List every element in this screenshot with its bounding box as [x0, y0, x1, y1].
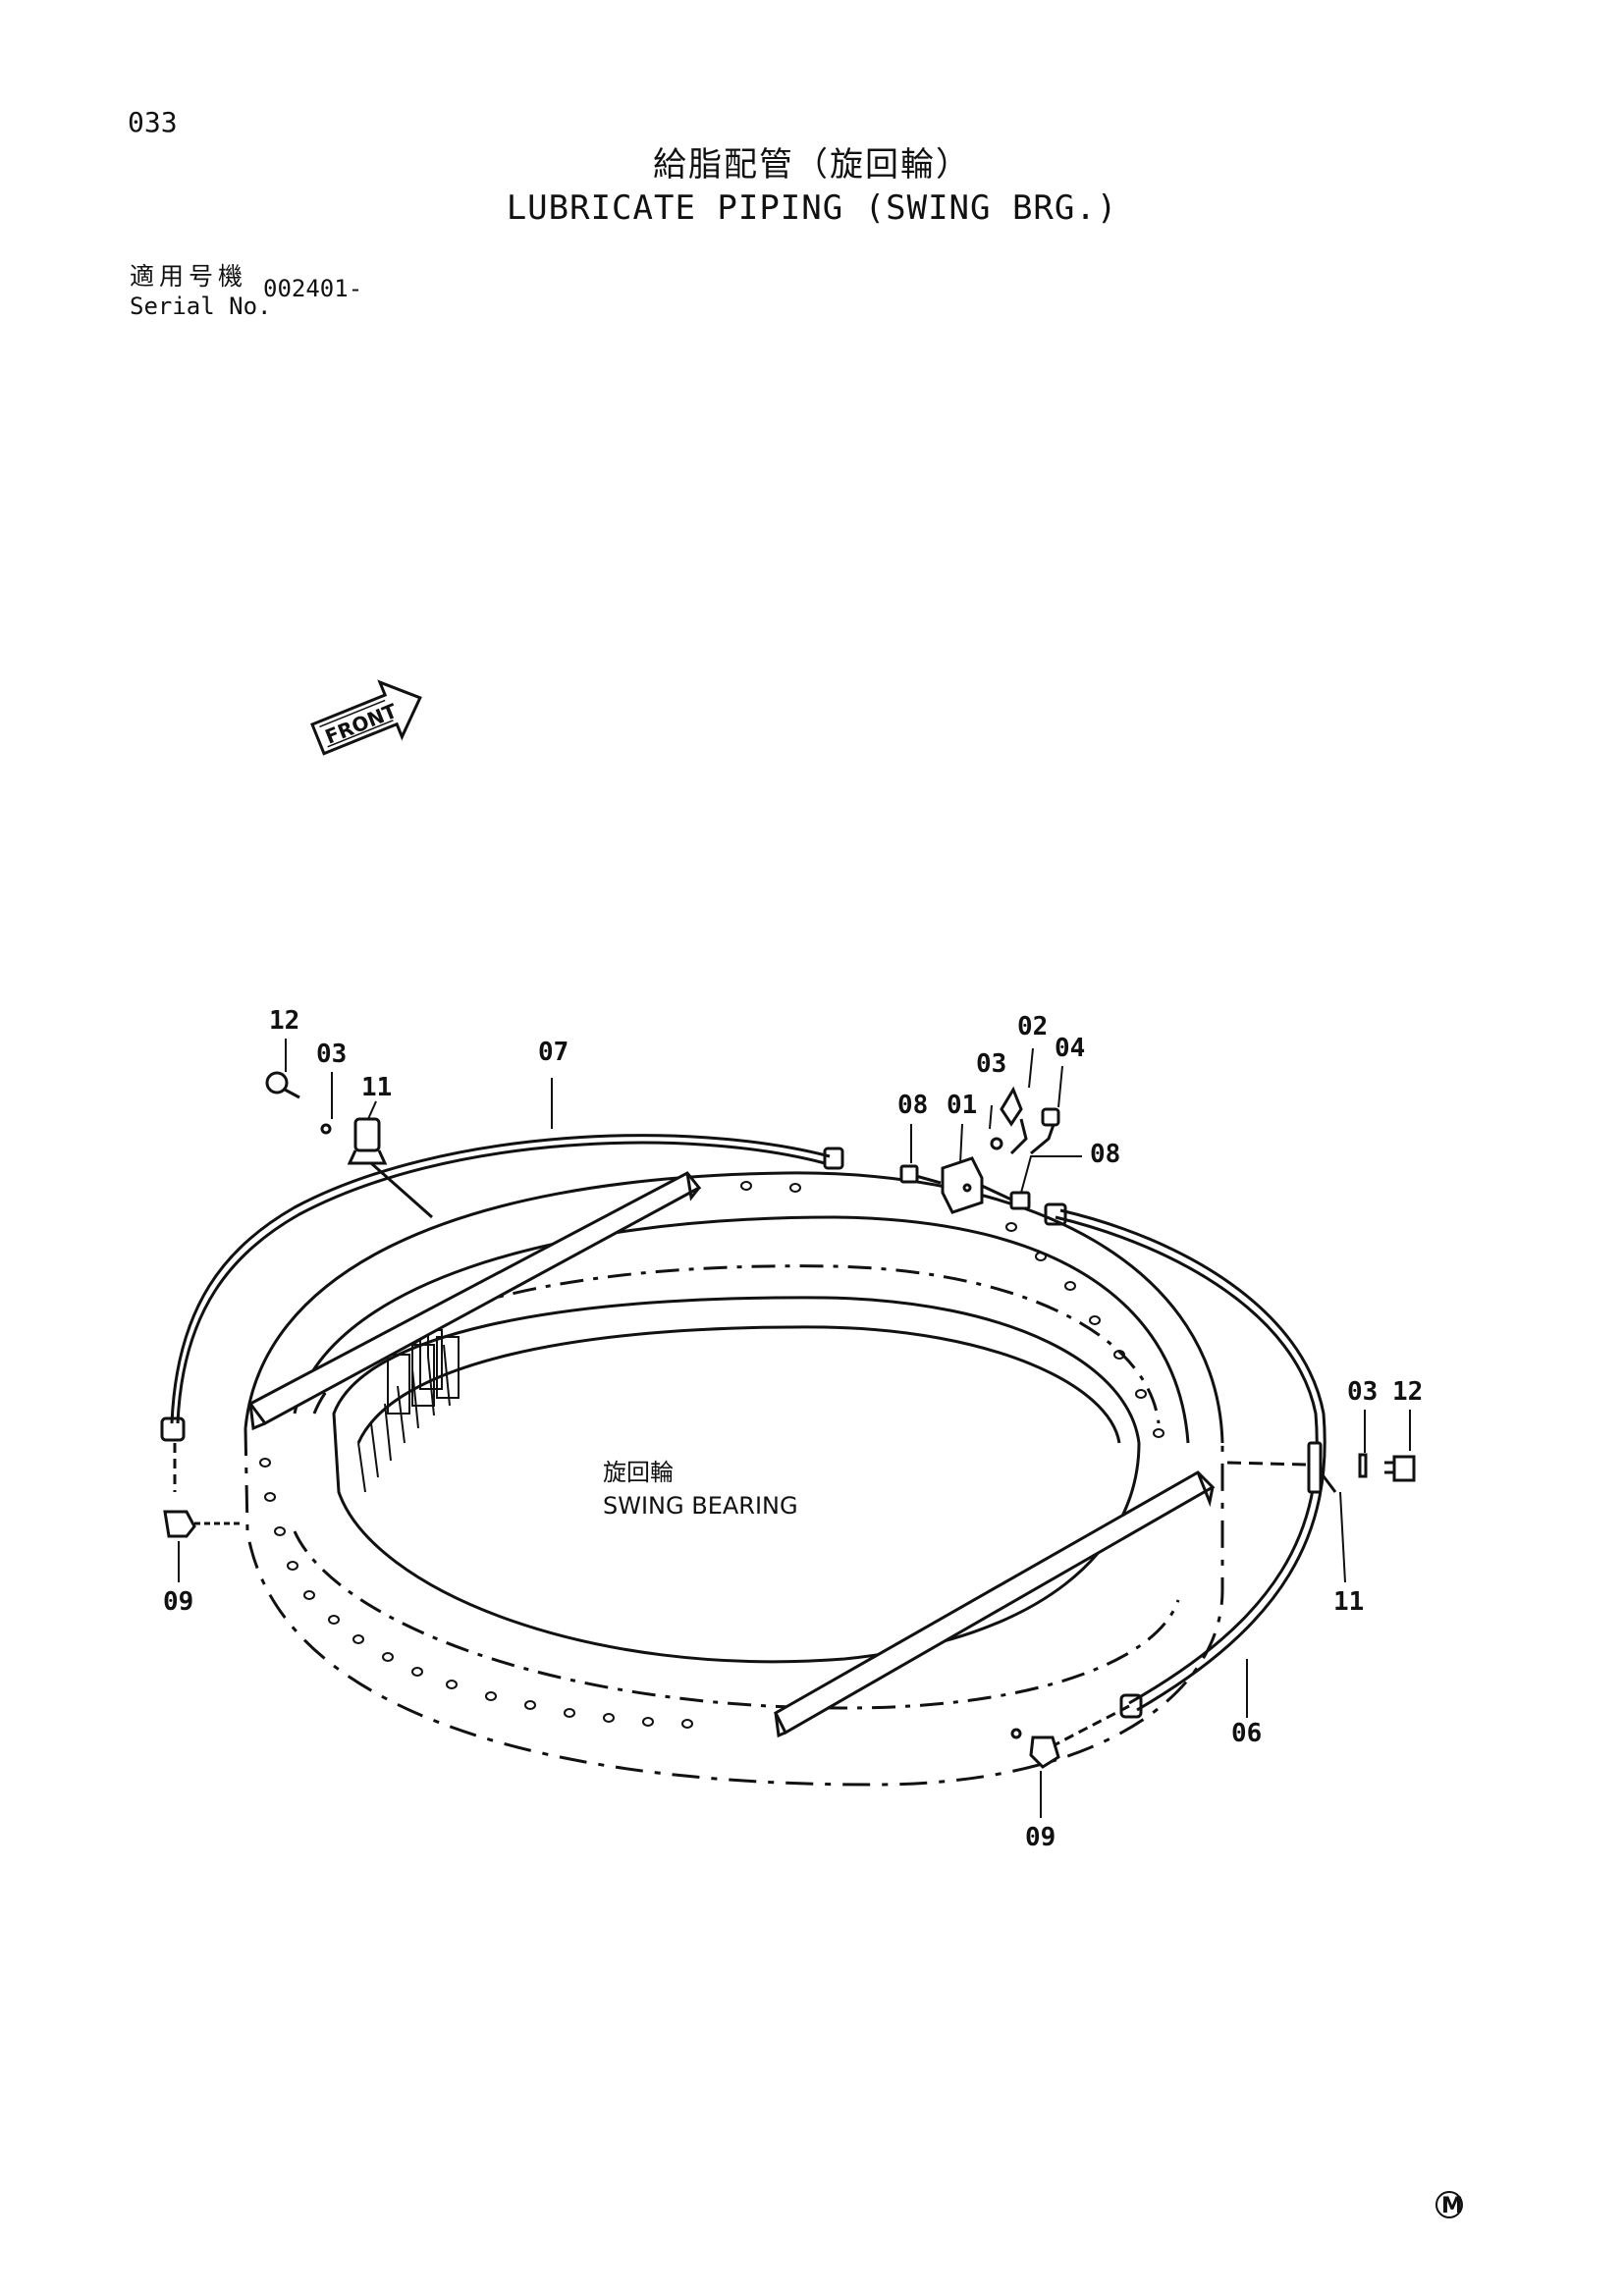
support-bar-left [247, 1171, 702, 1431]
page-number: 033 [128, 106, 178, 138]
callout-11-right: 11 [1333, 1587, 1364, 1617]
serial-number-value: 002401- [263, 275, 363, 302]
callout-03-left: 03 [316, 1040, 347, 1069]
gear-teeth [357, 1329, 460, 1493]
callout-03-right: 03 [1347, 1377, 1378, 1407]
title-english: LUBRICATE PIPING (SWING BRG.) [506, 188, 1118, 228]
clamp-right [1226, 1441, 1416, 1494]
title-japanese: 給脂配管（旋回輪） [653, 145, 971, 185]
callout-11-left: 11 [361, 1073, 392, 1102]
bearing-label-english: SWING BEARING [603, 1492, 798, 1520]
callout-02: 02 [1017, 1012, 1048, 1041]
callout-09-bottom: 09 [1025, 1823, 1056, 1852]
callout-06: 06 [1231, 1719, 1262, 1748]
serial-label-japanese: 適用号機 [130, 262, 248, 291]
callout-12-left: 12 [269, 1006, 299, 1036]
swing-bearing [244, 1171, 1224, 1787]
front-arrow: FRONT [310, 679, 422, 756]
corner-mark-letter: M [1441, 2194, 1463, 2218]
elbow-fittings [163, 1510, 1060, 1769]
bolt-holes [259, 1181, 1164, 1729]
clamp-left [265, 1071, 433, 1219]
leader-lines [178, 1039, 1411, 1818]
callout-04: 04 [1055, 1034, 1085, 1063]
callout-08-right: 08 [1090, 1140, 1120, 1169]
serial-label-english: Serial No. [130, 293, 272, 320]
pipe-06 [1040, 1202, 1326, 1754]
callout-08-left: 08 [897, 1091, 928, 1120]
pipe-07 [160, 1134, 844, 1492]
callout-01: 01 [947, 1091, 977, 1120]
callout-07: 07 [538, 1038, 568, 1067]
distributor-block [899, 1086, 1060, 1214]
support-bar-right [774, 1470, 1216, 1738]
callout-labels: 12 03 11 07 02 03 04 08 01 08 03 12 11 0… [163, 1006, 1423, 1852]
callout-09-left: 09 [163, 1587, 193, 1617]
corner-mark: M [1435, 2191, 1463, 2218]
bearing-label-japanese: 旋回輪 [603, 1459, 674, 1486]
callout-12-right: 12 [1392, 1377, 1423, 1407]
callout-03-top: 03 [976, 1049, 1006, 1079]
